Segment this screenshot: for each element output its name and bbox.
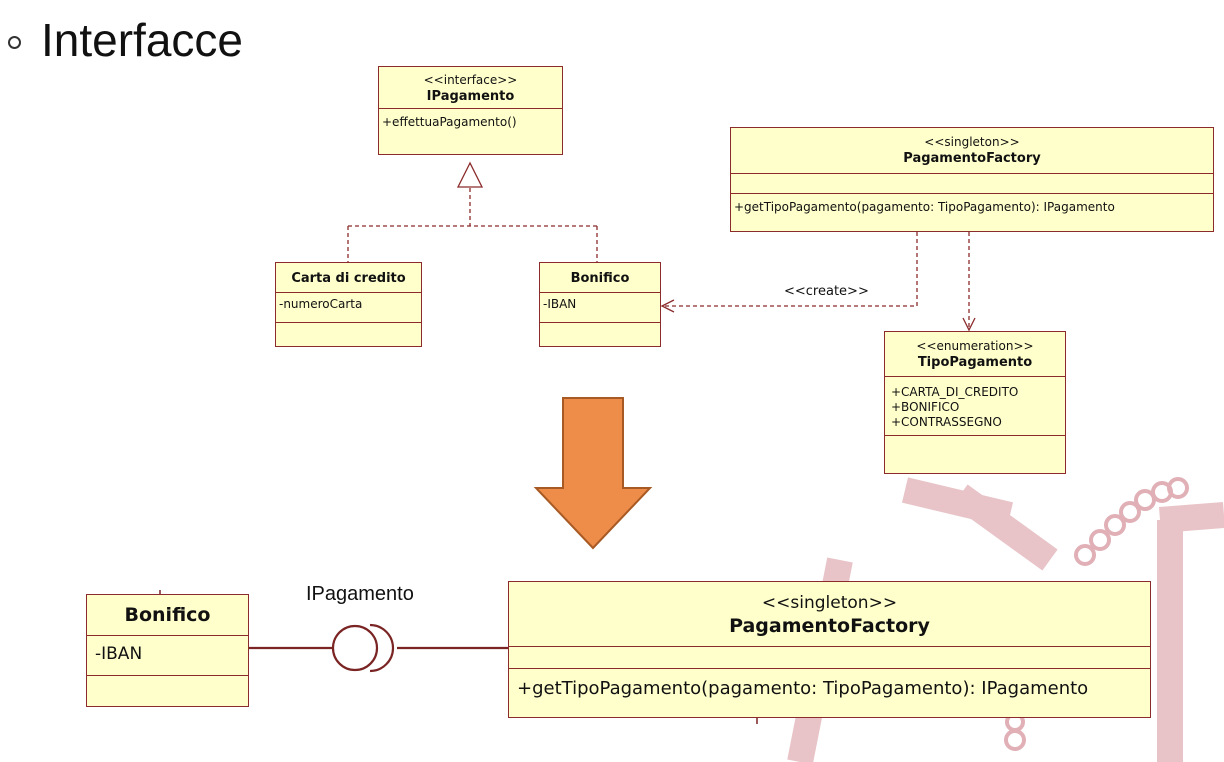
ipagamento-interface: <<interface>> IPagamento +effettuaPagame… <box>378 66 563 155</box>
operation-item: +getTipoPagamento(pagamento: TipoPagamen… <box>734 200 1115 214</box>
bullet-icon <box>8 35 21 49</box>
empty-compartment <box>509 647 1150 669</box>
transform-arrow-icon <box>533 397 653 550</box>
class-header: <<singleton>> PagamentoFactory <box>731 128 1213 174</box>
lollipop-icon <box>331 624 379 672</box>
tipo-pagamento-enum: <<enumeration>> TipoPagamento +CARTA_DI_… <box>884 331 1066 474</box>
class-header: <<interface>> IPagamento <box>379 67 562 109</box>
stereotype: <<enumeration>> <box>916 339 1034 353</box>
class-header: <<enumeration>> TipoPagamento <box>885 332 1065 377</box>
class-name: Carta di credito <box>291 271 406 286</box>
class-header: Bonifico <box>540 263 660 293</box>
class-header: <<singleton>> PagamentoFactory <box>509 582 1150 647</box>
class-name: IPagamento <box>426 89 515 104</box>
class-name: TipoPagamento <box>917 355 1033 370</box>
stereotype: <<singleton>> <box>924 135 1020 149</box>
class-name: PagamentoFactory <box>903 151 1041 166</box>
class-name: Bonifico <box>124 604 211 626</box>
attribute-item: -IBAN <box>540 293 660 323</box>
slide-heading: Interfacce <box>8 10 243 70</box>
carta-di-credito-class: Carta di credito -numeroCarta <box>275 262 422 347</box>
create-dependency <box>662 232 918 307</box>
stereotype: <<interface>> <box>423 73 518 87</box>
bonifico-class: Bonifico -IBAN <box>539 262 661 347</box>
realization-triangle-icon <box>456 161 484 188</box>
socket-icon <box>369 623 395 673</box>
slide-title: Interfacce <box>41 14 243 66</box>
class-name: Bonifico <box>570 271 630 286</box>
class-header: Bonifico <box>87 595 248 636</box>
enum-literal: +CARTA_DI_CREDITO <box>891 385 1019 399</box>
empty-compartment <box>731 174 1213 194</box>
empty-compartment <box>885 436 1065 440</box>
literals-compartment: +CARTA_DI_CREDITO +BONIFICO +CONTRASSEGN… <box>885 377 1065 436</box>
enum-arrowhead-icon <box>962 317 976 332</box>
operation-item: +getTipoPagamento(pagamento: TipoPagamen… <box>517 678 1089 699</box>
bonifico-class-bottom: Bonifico -IBAN <box>86 594 249 707</box>
enum-literal: +CONTRASSEGNO <box>891 415 1002 429</box>
attribute-item: -IBAN <box>87 636 248 676</box>
create-arrowhead-icon <box>660 299 675 313</box>
empty-compartment <box>540 323 660 327</box>
stereotype: <<singleton>> <box>761 593 898 613</box>
empty-compartment <box>276 323 421 327</box>
empty-compartment <box>87 676 248 688</box>
pagamento-factory-class: <<singleton>> PagamentoFactory +getTipoP… <box>730 127 1214 232</box>
attribute-item: -numeroCarta <box>276 293 421 323</box>
enum-literal: +BONIFICO <box>891 400 960 414</box>
pagamento-factory-class-bottom: <<singleton>> PagamentoFactory +getTipoP… <box>508 581 1151 718</box>
class-header: Carta di credito <box>276 263 421 293</box>
interface-label: IPagamento <box>306 583 414 605</box>
create-label: <<create>> <box>784 284 869 299</box>
class-name: PagamentoFactory <box>729 615 930 637</box>
operation-item: +effettuaPagamento() <box>382 115 517 129</box>
